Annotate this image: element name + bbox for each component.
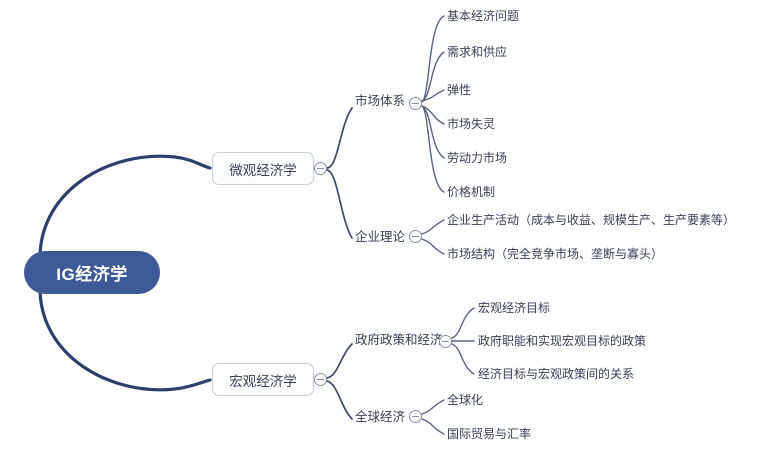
leaf-node-price-mechanism[interactable]: 价格机制 <box>447 185 496 199</box>
edge-market-system-to-leaf-3 <box>421 89 445 102</box>
leaf-node-firm-production-activities[interactable]: 企业生产活动（成本与收益、规模生产、生产要素等） <box>447 213 736 227</box>
edge-market-system-to-leaf-4 <box>421 105 445 125</box>
leaf-node-globalisation[interactable]: 全球化 <box>447 393 484 407</box>
leaf-node-labour-market[interactable]: 劳动力市场 <box>447 151 508 165</box>
leaf-node-international-trade-exchange-rates[interactable]: 国际贸易与汇率 <box>447 427 532 441</box>
edge-market-system-to-leaf-5 <box>421 105 445 159</box>
edge-micro-to-firm-theory <box>326 169 353 239</box>
subbranch-node-market-system[interactable]: 市场体系 <box>355 94 406 108</box>
edge-market-system-to-leaf-1 <box>421 15 445 103</box>
branch-node-macroeconomics-label: 宏观经济学 <box>229 373 297 389</box>
collapse-minus-icon-global-economy[interactable] <box>409 410 422 423</box>
edge-global-economy-to-leaf-1 <box>421 399 445 415</box>
collapse-minus-icon-macroeconomics[interactable] <box>314 373 327 386</box>
edge-root-to-micro <box>38 154 212 260</box>
branch-node-microeconomics-label: 微观经济学 <box>229 162 297 178</box>
edge-micro-to-market-system <box>326 107 353 169</box>
leaf-node-market-structure[interactable]: 市场结构（完全竞争市场、垄断与寡头） <box>447 247 664 261</box>
subbranch-node-firm-theory[interactable]: 企业理论 <box>355 230 406 244</box>
edge-market-system-to-leaf-2 <box>421 51 445 102</box>
branch-node-microeconomics[interactable]: 微观经济学 <box>212 152 314 185</box>
leaf-node-demand-and-supply[interactable]: 需求和供应 <box>447 45 508 59</box>
collapse-minus-icon-microeconomics[interactable] <box>314 162 327 175</box>
edge-macro-to-global-economy <box>326 380 353 420</box>
root-node-label: IG经济学 <box>56 265 128 284</box>
edge-firm-theory-to-leaf-2 <box>421 238 445 255</box>
leaf-node-government-functions-policies[interactable]: 政府职能和实现宏观目标的政策 <box>478 334 647 348</box>
leaf-node-objectives-policy-relationship[interactable]: 经济目标与宏观政策间的关系 <box>478 367 635 381</box>
edge-firm-theory-to-leaf-1 <box>421 219 445 235</box>
leaf-node-basic-economic-problems[interactable]: 基本经济问题 <box>447 9 520 23</box>
edge-root-to-macro <box>38 286 212 392</box>
subbranch-node-government-policy[interactable]: 政府政策和经济 <box>355 333 443 347</box>
leaf-node-market-failure[interactable]: 市场失灵 <box>447 117 496 131</box>
collapse-minus-icon-firm-theory[interactable] <box>409 230 422 243</box>
leaf-node-elasticity[interactable]: 弹性 <box>447 83 472 97</box>
leaf-node-macroeconomic-objectives[interactable]: 宏观经济目标 <box>478 301 551 315</box>
collapse-minus-icon-market-system[interactable] <box>409 97 422 110</box>
edge-gov-policy-to-leaf-3 <box>451 343 475 375</box>
branch-node-macroeconomics[interactable]: 宏观经济学 <box>212 363 314 396</box>
edge-gov-policy-to-leaf-1 <box>451 307 475 339</box>
root-node[interactable]: IG经济学 <box>24 251 160 294</box>
collapse-minus-icon-government-policy[interactable] <box>439 335 452 348</box>
edge-global-economy-to-leaf-2 <box>421 418 445 435</box>
edge-market-system-to-leaf-6 <box>421 105 445 193</box>
subbranch-node-global-economy[interactable]: 全球经济 <box>355 410 406 424</box>
edge-macro-to-gov-policy <box>326 343 353 379</box>
